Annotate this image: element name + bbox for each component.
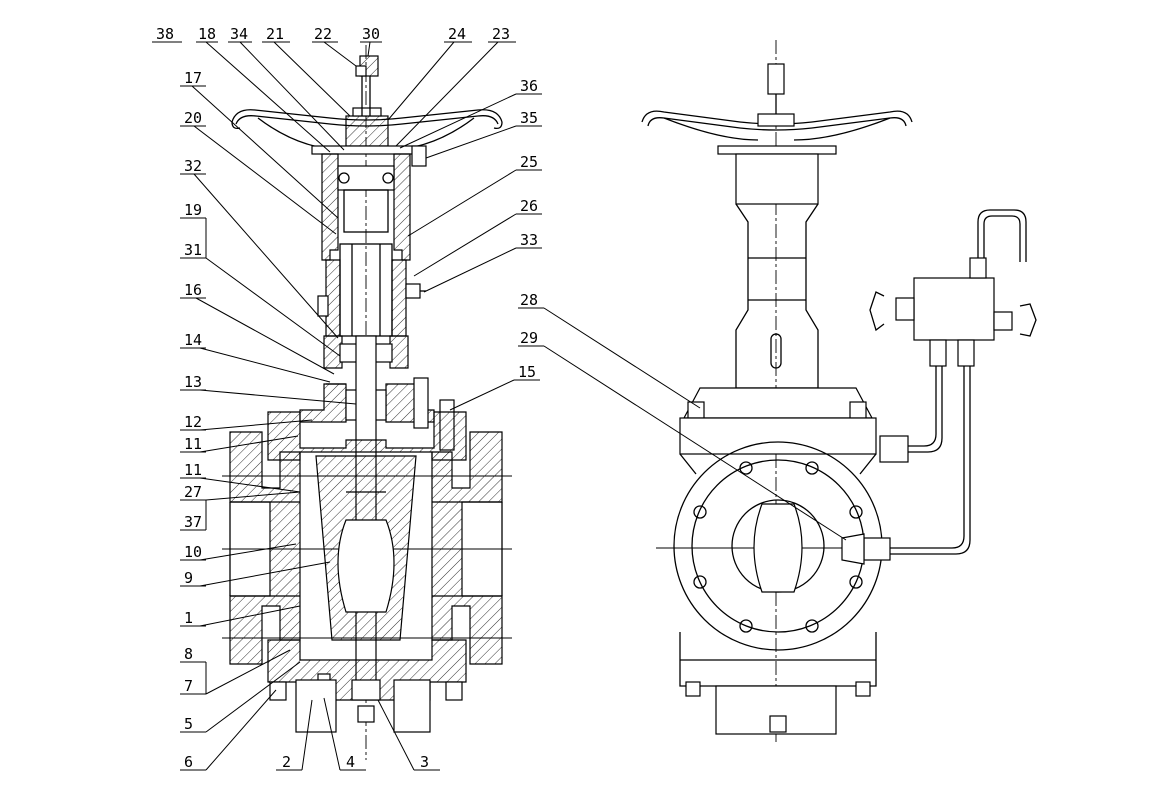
label-15: 15 [518,363,536,381]
label-21: 21 [266,25,284,43]
label-1: 1 [184,609,193,627]
label-9: 9 [184,569,193,587]
flange-bolt-holes [693,461,863,633]
sealant-injection-manifold [841,209,1037,565]
label-31: 31 [184,241,202,259]
label-7: 7 [184,677,193,695]
actuator-housing-section [317,153,426,337]
label-29: 29 [520,329,538,347]
label-3: 3 [420,753,429,771]
label-24: 24 [448,25,466,43]
label-4: 4 [346,753,355,771]
sectional-view [222,45,512,760]
valve-body-external [673,417,883,735]
label-11-lower: 11 [184,461,202,479]
external-view [641,40,1037,742]
label-13: 13 [184,373,202,391]
label-17: 17 [184,69,202,87]
label-6: 6 [184,753,193,771]
label-25: 25 [520,153,538,171]
valve-body-section [229,431,503,733]
label-30: 30 [362,25,380,43]
label-20: 20 [184,109,202,127]
label-38: 38 [156,25,174,43]
label-26: 26 [520,197,538,215]
handwheel-section [231,107,503,151]
label-37: 37 [184,513,202,531]
label-27: 27 [184,483,202,501]
part-labels: 38 18 34 21 22 30 24 23 17 36 20 35 32 2… [156,25,538,771]
label-33: 33 [520,231,538,249]
label-19: 19 [184,201,202,219]
label-36: 36 [520,77,538,95]
actuator-flange [717,145,837,155]
label-22: 22 [314,25,332,43]
label-34: 34 [230,25,248,43]
label-16: 16 [184,281,202,299]
label-12: 12 [184,413,202,431]
label-14: 14 [184,331,202,349]
bonnet-right [389,335,409,369]
bolt-35 [411,145,427,167]
label-5: 5 [184,715,193,733]
label-28: 28 [520,291,538,309]
label-32: 32 [184,157,202,175]
handwheel-external [641,110,913,141]
label-2: 2 [282,753,291,771]
leader-lines [152,41,847,771]
set-screw [355,65,367,77]
bonnet-left [323,335,343,369]
label-23: 23 [492,25,510,43]
label-18: 18 [198,25,216,43]
label-8: 8 [184,645,193,663]
label-11-upper: 11 [184,435,202,453]
label-10: 10 [184,543,202,561]
label-35: 35 [520,109,538,127]
